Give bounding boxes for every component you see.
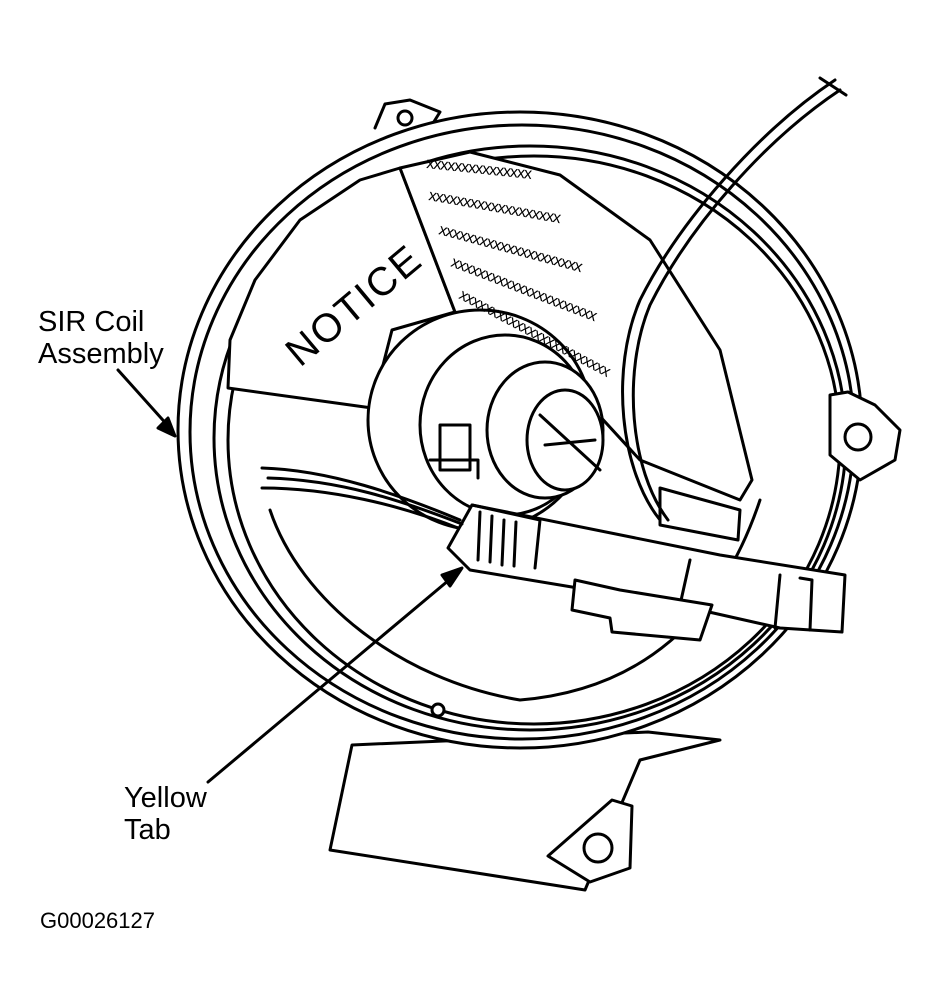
wire-top-2 xyxy=(631,88,842,522)
hub-inner-3 xyxy=(525,388,605,492)
sir-coil-label-line2: Assembly xyxy=(38,338,164,370)
yellow-tab-arrowhead xyxy=(440,566,464,588)
housing-small-hole xyxy=(430,702,446,718)
right-mount-hole xyxy=(843,422,873,452)
yellow-tab-leader xyxy=(206,573,457,784)
yellow-tab-label-line2: Tab xyxy=(124,814,171,846)
wire-harness-3 xyxy=(266,476,464,526)
wire-top xyxy=(621,78,837,522)
sir-coil-label-line1: SIR Coil xyxy=(38,306,145,338)
bottom-bracket xyxy=(328,730,722,892)
sir-coil-leader xyxy=(116,368,172,430)
wire-harness-1 xyxy=(260,466,462,522)
bottom-mount-hole xyxy=(582,832,614,864)
sir-coil-assembly-label: SIR Coil Assembly xyxy=(38,306,164,370)
yellow-tab-label-line1: Yellow xyxy=(124,782,207,814)
figure-id: G00026127 xyxy=(40,908,155,933)
hub-notch xyxy=(438,423,472,472)
connector-lower-block xyxy=(570,578,714,642)
sir-coil-arrowhead xyxy=(156,416,177,438)
wire-harness-2 xyxy=(260,486,460,530)
yellow-tab-label: Yellow Tab xyxy=(124,782,207,846)
